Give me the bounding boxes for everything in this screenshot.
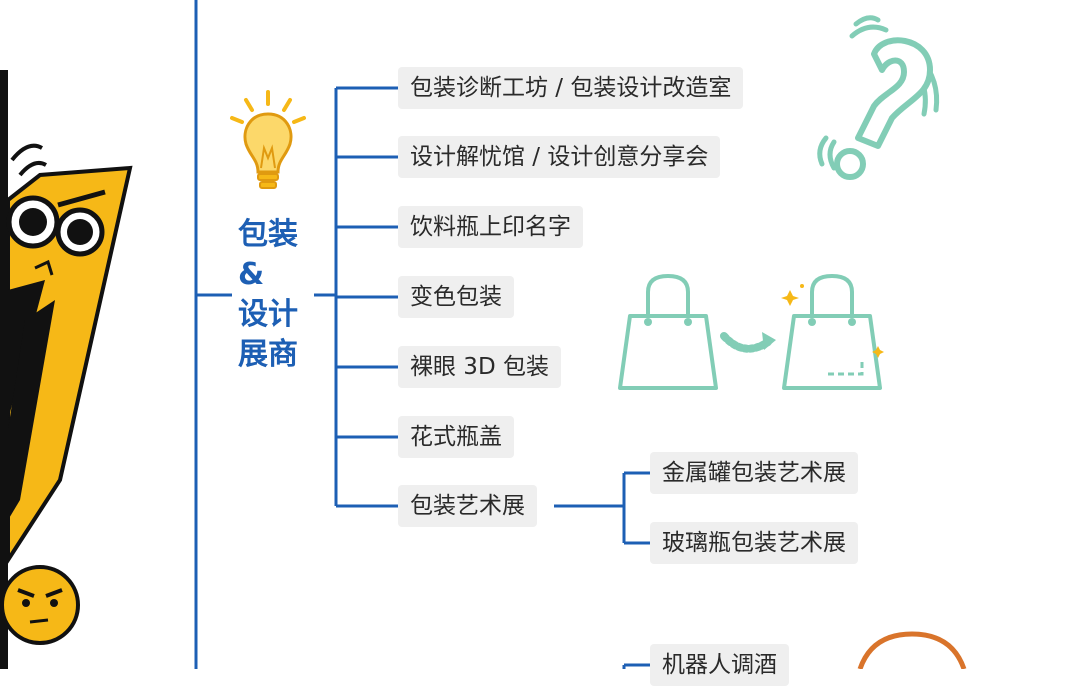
next-section-node: 机器人调酒 xyxy=(650,644,789,686)
shopping-bag-icon xyxy=(618,273,718,390)
sub-branch-node: 玻璃瓶包装艺术展 xyxy=(650,522,858,564)
curved-arrow-icon xyxy=(720,332,776,353)
branch-node: 包装艺术展 xyxy=(398,485,537,527)
category-line-4: 展商 xyxy=(238,337,298,372)
shopping-bag-icon xyxy=(781,273,884,390)
branch-node: 花式瓶盖 xyxy=(398,416,514,458)
sub-branch-node: 金属罐包装艺术展 xyxy=(650,452,858,494)
accent-circle-icon xyxy=(857,631,967,669)
branch-node: 裸眼 3D 包装 xyxy=(398,346,561,388)
category-line-3: 设计 xyxy=(238,297,298,332)
sparkle-icon xyxy=(781,284,884,358)
question-mark-icon xyxy=(817,15,940,180)
branch-node: 包装诊断工坊 / 包装设计改造室 xyxy=(398,67,744,109)
branch-node: 设计解忧馆 / 设计创意分享会 xyxy=(398,136,721,178)
branch-node: 饮料瓶上印名字 xyxy=(398,206,583,248)
category-line-2: & xyxy=(238,257,265,292)
emoji-face xyxy=(0,565,80,645)
tree-connectors xyxy=(194,0,650,669)
mascot-character xyxy=(0,70,133,669)
lightbulb-icon xyxy=(230,90,306,189)
branch-node: 变色包装 xyxy=(398,276,514,318)
category-line-1: 包装 xyxy=(238,217,298,252)
category-title: 包装 & 设计 展商 xyxy=(238,215,318,375)
